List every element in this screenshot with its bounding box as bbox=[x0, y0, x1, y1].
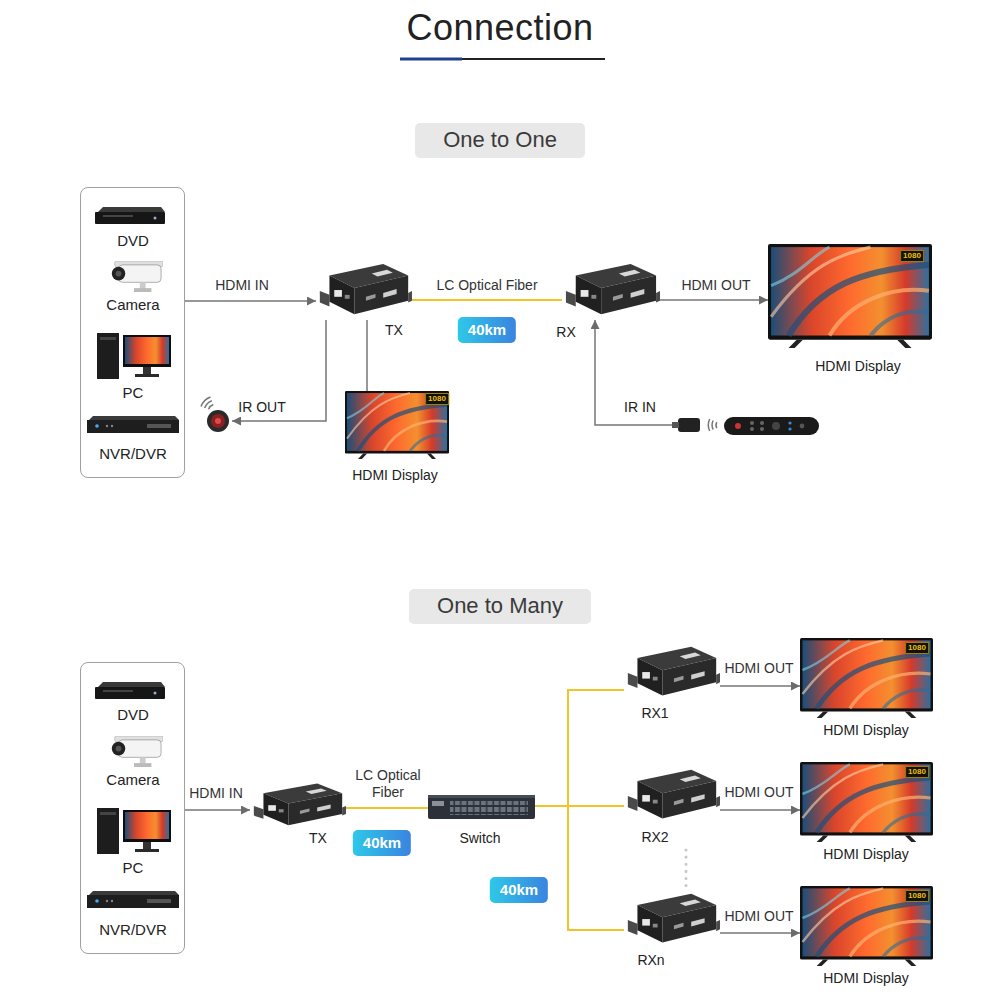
node-label: PC bbox=[123, 384, 144, 402]
resolution-badge: 1080 bbox=[905, 890, 929, 902]
connection-label: HDMI IN bbox=[189, 785, 243, 802]
ir-emitter: IR OUT bbox=[204, 406, 232, 436]
receiver-unit: RX1 bbox=[624, 645, 720, 701]
node-label: Switch bbox=[459, 830, 500, 847]
connection-label: HDMI OUT bbox=[724, 908, 793, 925]
fiber-cable bbox=[412, 299, 562, 301]
node-label: HDMI Display bbox=[815, 358, 901, 375]
node-label: NVR/DVR bbox=[99, 921, 167, 939]
tv bbox=[768, 244, 932, 348]
connection-label: HDMI OUT bbox=[681, 277, 750, 294]
source-panel: DVD CameraPC NVR/DVR bbox=[80, 187, 185, 478]
signal-cable bbox=[185, 300, 316, 302]
camera bbox=[112, 261, 163, 292]
fiber-cable bbox=[346, 807, 428, 809]
node-label: IR IN bbox=[624, 399, 656, 416]
receiver-unit: RX bbox=[562, 262, 660, 320]
node-label: HDMI Display bbox=[823, 970, 909, 987]
title-underline bbox=[400, 58, 462, 61]
node-label: NVR/DVR bbox=[99, 445, 167, 463]
source-panel: DVD CameraPC NVR/DVR bbox=[80, 662, 185, 954]
section-title: One to Many bbox=[437, 593, 563, 619]
node-label: TX bbox=[309, 830, 327, 847]
node-label: HDMI Display bbox=[352, 467, 438, 484]
ir-receiver: IR IN bbox=[672, 414, 702, 436]
rx-unit bbox=[628, 647, 720, 696]
signal-waves bbox=[708, 419, 716, 431]
signal-cable bbox=[595, 320, 672, 425]
node-label: PC bbox=[123, 859, 144, 877]
signal-cable bbox=[720, 809, 800, 811]
signal-cable bbox=[185, 809, 250, 811]
remote-control bbox=[724, 417, 819, 435]
nvr-recorder bbox=[87, 416, 179, 433]
fiber-cable bbox=[535, 690, 624, 806]
resolution-badge: 1080 bbox=[425, 393, 449, 405]
node-label: Camera bbox=[106, 296, 159, 314]
page-title: Connection bbox=[406, 6, 593, 49]
node-label: HDMI Display bbox=[823, 722, 909, 739]
signal-cable bbox=[232, 320, 326, 421]
tx-unit bbox=[254, 784, 346, 826]
rx-unit bbox=[628, 894, 720, 943]
continuation-dots bbox=[685, 850, 688, 888]
receiver-unit: RXn bbox=[624, 892, 720, 948]
receiver-unit: RX2 bbox=[624, 768, 720, 824]
node-label: TX bbox=[385, 322, 403, 339]
signal-cable bbox=[660, 299, 768, 301]
node-label: IR OUT bbox=[238, 399, 285, 416]
node-label: Camera bbox=[106, 771, 159, 789]
resolution-badge: 1080 bbox=[905, 642, 929, 654]
source-icons bbox=[87, 207, 179, 433]
title-underline bbox=[462, 58, 605, 60]
section-tag: One to One bbox=[415, 123, 585, 158]
tv bbox=[345, 391, 449, 459]
rx-unit bbox=[566, 264, 660, 314]
node-label: DVD bbox=[117, 232, 149, 250]
tv bbox=[800, 762, 933, 842]
section-tag: One to Many bbox=[409, 589, 591, 624]
signal-waves bbox=[201, 397, 213, 409]
source-icons bbox=[87, 682, 179, 908]
resolution-badge: 1080 bbox=[905, 766, 929, 778]
pc bbox=[97, 333, 171, 379]
node-label: RX2 bbox=[641, 829, 668, 846]
network-switch bbox=[428, 795, 535, 819]
signal-cable bbox=[366, 320, 368, 391]
node-label: HDMI Display bbox=[823, 846, 909, 863]
connection-label: HDMI IN bbox=[215, 277, 269, 294]
ir-receiver bbox=[672, 418, 700, 432]
node-label: RX1 bbox=[641, 705, 668, 722]
connection-label: HDMI OUT bbox=[724, 660, 793, 677]
fiber-cable bbox=[535, 806, 624, 930]
connection-label: LC Optical Fiber bbox=[348, 767, 428, 801]
signal-cable bbox=[720, 685, 800, 687]
tv bbox=[800, 886, 933, 966]
tx-unit bbox=[320, 264, 412, 314]
distance-badge: 40km bbox=[490, 877, 548, 903]
node-label: RX bbox=[556, 324, 575, 341]
dvd-player bbox=[95, 207, 165, 224]
section-title: One to One bbox=[443, 127, 557, 153]
distance-badge: 40km bbox=[353, 830, 411, 856]
transmitter: TX bbox=[316, 262, 412, 320]
ir-emitter bbox=[207, 410, 229, 432]
distance-badge: 40km bbox=[458, 317, 516, 343]
connection-label: LC Optical Fiber bbox=[436, 277, 537, 294]
tv bbox=[800, 638, 933, 718]
transmitter: TX bbox=[250, 782, 346, 830]
connection-label: HDMI OUT bbox=[724, 784, 793, 801]
signal-cable bbox=[720, 932, 800, 934]
node-label: DVD bbox=[117, 706, 149, 724]
resolution-badge: 1080 bbox=[900, 250, 924, 262]
node-label: RXn bbox=[637, 952, 664, 969]
network-switch: Switch bbox=[428, 792, 535, 822]
rx-unit bbox=[628, 770, 720, 819]
